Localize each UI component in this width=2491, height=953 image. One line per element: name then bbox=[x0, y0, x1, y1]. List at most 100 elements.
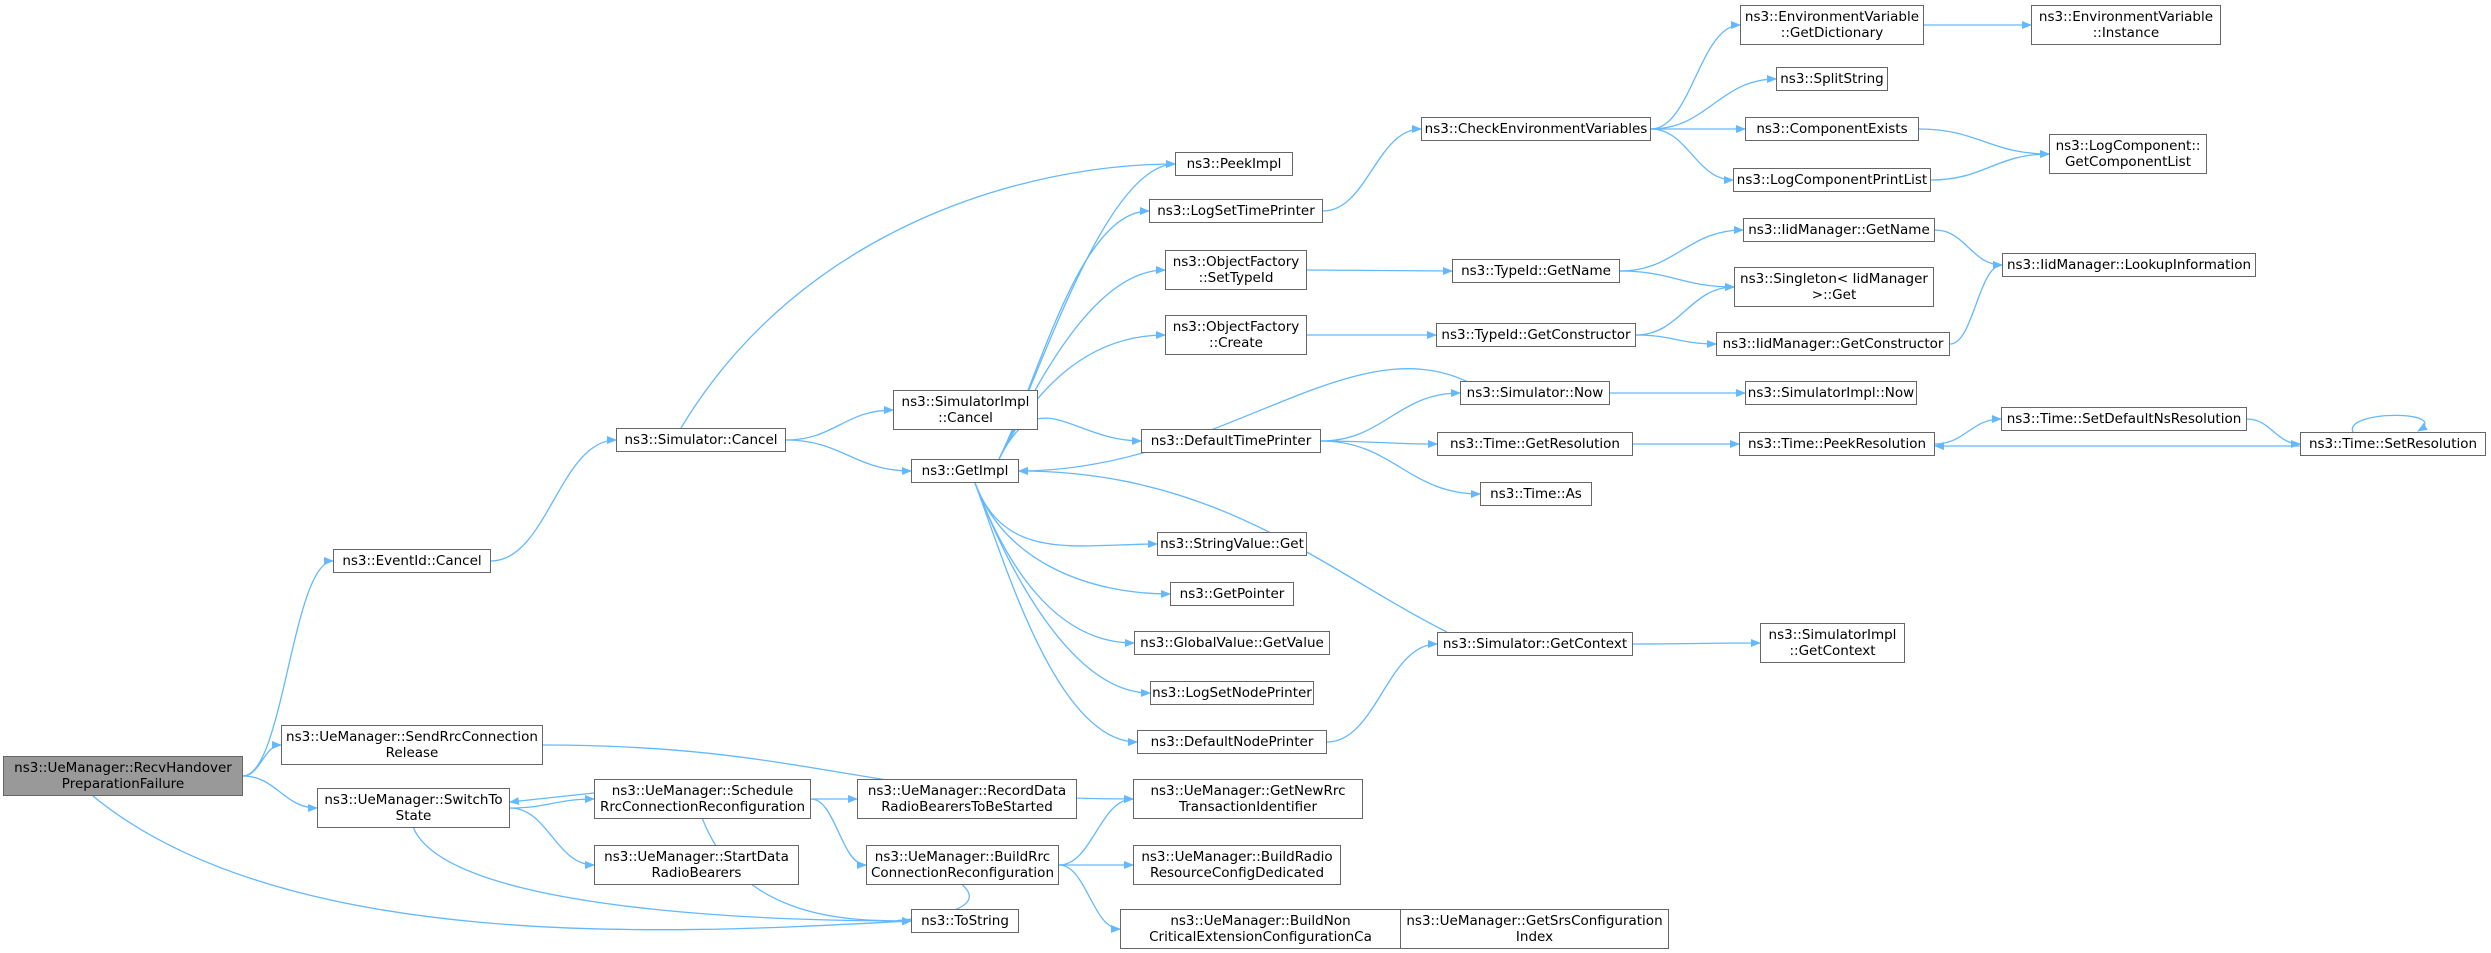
node-label: ns3::LogComponentPrintList bbox=[1736, 172, 1928, 188]
node-getpointer[interactable]: ns3::GetPointer bbox=[1170, 582, 1294, 606]
node-tostring[interactable]: ns3::ToString bbox=[911, 909, 1019, 933]
node-envgetdict[interactable]: ns3::EnvironmentVariable::GetDictionary bbox=[1740, 5, 1924, 45]
edge-checkenv-to-logcompprint bbox=[1650, 128, 1734, 184]
node-label: ns3::Singleton< IidManager bbox=[1740, 271, 1928, 287]
node-simnow[interactable]: ns3::Simulator::Now bbox=[1460, 381, 1610, 405]
node-label: ns3::ToString bbox=[921, 913, 1009, 929]
node-typeidgetctor[interactable]: ns3::TypeId::GetConstructor bbox=[1436, 323, 1636, 347]
node-eventcancel[interactable]: ns3::EventId::Cancel bbox=[333, 549, 491, 573]
node-simcancel[interactable]: ns3::Simulator::Cancel bbox=[616, 428, 786, 452]
node-ofcreate[interactable]: ns3::ObjectFactory::Create bbox=[1165, 315, 1307, 355]
edge-timesetres-to-timesetres bbox=[2351, 414, 2428, 433]
edge-getimpl-to-defnodeprinter bbox=[974, 482, 1138, 746]
node-logcompget[interactable]: ns3::LogComponent::GetComponentList bbox=[2049, 134, 2207, 174]
node-singletonget[interactable]: ns3::Singleton< IidManager>::Get bbox=[1734, 267, 1934, 307]
node-label: ::GetDictionary bbox=[1780, 25, 1884, 41]
node-label: ns3::TypeId::GetConstructor bbox=[1441, 327, 1631, 343]
node-label: ns3::IidManager::GetConstructor bbox=[1722, 336, 1944, 352]
node-simgetctx[interactable]: ns3::Simulator::GetContext bbox=[1437, 632, 1633, 656]
node-peekimpl[interactable]: ns3::PeekImpl bbox=[1175, 152, 1293, 176]
node-typeidgetname[interactable]: ns3::TypeId::GetName bbox=[1452, 259, 1620, 283]
node-iidgetname[interactable]: ns3::IidManager::GetName bbox=[1743, 218, 1935, 242]
node-getimpl[interactable]: ns3::GetImpl bbox=[911, 459, 1019, 483]
node-ofsettypeid[interactable]: ns3::ObjectFactory::SetTypeId bbox=[1165, 250, 1307, 290]
node-logsetnode[interactable]: ns3::LogSetNodePrinter bbox=[1150, 681, 1314, 705]
edge-eventcancel-to-simcancel bbox=[490, 436, 617, 562]
node-gvgetvalue[interactable]: ns3::GlobalValue::GetValue bbox=[1134, 631, 1330, 655]
node-label: >::Get bbox=[1811, 287, 1857, 303]
node-label: ns3::UeManager::RecordData bbox=[867, 783, 1067, 799]
edge-checkenv-to-splitstring bbox=[1650, 75, 1777, 130]
node-label: ns3::IidManager::GetName bbox=[1748, 222, 1930, 238]
node-label: ns3::UeManager::GetNewRrc bbox=[1150, 783, 1346, 799]
node-label: ns3::Time::As bbox=[1490, 486, 1582, 502]
edge-getimpl-to-logsetnode bbox=[974, 482, 1151, 697]
node-label: ns3::PeekImpl bbox=[1186, 156, 1282, 172]
node-label: ns3::UeManager::StartData bbox=[604, 849, 789, 865]
edge-simnow-to-getimpl bbox=[1018, 368, 1471, 475]
node-envinstance[interactable]: ns3::EnvironmentVariable::Instance bbox=[2031, 5, 2221, 45]
edge-deftimeprinter-to-timegetres bbox=[1320, 439, 1438, 448]
node-label: ::Cancel bbox=[938, 410, 993, 426]
node-simimplgetctx[interactable]: ns3::SimulatorImpl::GetContext bbox=[1760, 623, 1905, 663]
edge-timepeekres-to-timesetdefns bbox=[1934, 415, 2002, 445]
node-strvalget[interactable]: ns3::StringValue::Get bbox=[1157, 532, 1307, 556]
node-label: ns3::UeManager::BuildRrc bbox=[874, 849, 1051, 865]
node-label: RadioBearersToBeStarted bbox=[881, 799, 1053, 815]
node-iidlookup[interactable]: ns3::IidManager::LookupInformation bbox=[2002, 253, 2256, 277]
node-label: ns3::UeManager::GetSrsConfiguration bbox=[1406, 913, 1663, 929]
node-timesetres[interactable]: ns3::Time::SetResolution bbox=[2300, 432, 2486, 456]
node-label: ::GetContext bbox=[1789, 643, 1876, 659]
node-label: ns3::SplitString bbox=[1780, 71, 1884, 87]
node-timeas[interactable]: ns3::Time::As bbox=[1480, 482, 1592, 506]
node-deftimeprinter[interactable]: ns3::DefaultTimePrinter bbox=[1141, 429, 1321, 453]
edge-simcancel-to-siminplcancel bbox=[785, 406, 894, 441]
node-label: PreparationFailure bbox=[61, 776, 185, 792]
node-label: ns3::Time::GetResolution bbox=[1449, 436, 1620, 452]
node-label: ns3::StringValue::Get bbox=[1160, 536, 1304, 552]
edge-getimpl-to-getpointer bbox=[974, 482, 1171, 598]
node-iidgetctor[interactable]: ns3::IidManager::GetConstructor bbox=[1716, 332, 1950, 356]
edge-getimpl-to-ofcreate bbox=[998, 331, 1166, 460]
node-compexists[interactable]: ns3::ComponentExists bbox=[1745, 117, 1919, 141]
node-label: ns3::Time::SetResolution bbox=[2308, 436, 2478, 452]
node-label: ns3::Time::PeekResolution bbox=[1747, 436, 1927, 452]
node-label: ns3::CheckEnvironmentVariables bbox=[1424, 121, 1648, 137]
edge-ofsettypeid-to-typeidgetname bbox=[1306, 266, 1453, 275]
edge-schedrrc-to-switchto bbox=[509, 792, 595, 806]
node-timesetdefns[interactable]: ns3::Time::SetDefaultNsResolution bbox=[2001, 407, 2247, 431]
node-label: ns3::DefaultTimePrinter bbox=[1150, 433, 1312, 449]
edge-compexists-to-logcompget bbox=[1918, 128, 2050, 158]
node-label: ns3::GetImpl bbox=[921, 463, 1009, 479]
node-defnodeprinter[interactable]: ns3::DefaultNodePrinter bbox=[1137, 730, 1327, 754]
node-label: ns3::Simulator::Now bbox=[1466, 385, 1604, 401]
node-label: ConnectionReconfiguration bbox=[870, 865, 1054, 881]
edge-recv-to-eventcancel bbox=[242, 557, 334, 777]
edge-switchto-to-startdata bbox=[509, 807, 595, 869]
node-timegetres[interactable]: ns3::Time::GetResolution bbox=[1437, 432, 1633, 456]
node-timepeekres[interactable]: ns3::Time::PeekResolution bbox=[1739, 432, 1935, 456]
node-logsettime[interactable]: ns3::LogSetTimePrinter bbox=[1149, 199, 1323, 223]
node-simimplnow[interactable]: ns3::SimulatorImpl::Now bbox=[1745, 381, 1917, 405]
node-label: ResourceConfigDedicated bbox=[1149, 865, 1325, 881]
edge-getimpl-to-deftimeprinter bbox=[998, 417, 1142, 460]
node-checkenv[interactable]: ns3::CheckEnvironmentVariables bbox=[1421, 117, 1651, 141]
node-logcompprint[interactable]: ns3::LogComponentPrintList bbox=[1733, 168, 1931, 192]
node-label: ns3::UeManager::RecvHandover bbox=[14, 760, 232, 776]
edge-logcompprint-to-logcompget bbox=[1930, 150, 2050, 181]
node-splitstring[interactable]: ns3::SplitString bbox=[1776, 67, 1888, 91]
node-siminplcancel[interactable]: ns3::SimulatorImpl::Cancel bbox=[893, 390, 1038, 430]
edge-simgetctx-to-simimplgetctx bbox=[1632, 639, 1761, 648]
